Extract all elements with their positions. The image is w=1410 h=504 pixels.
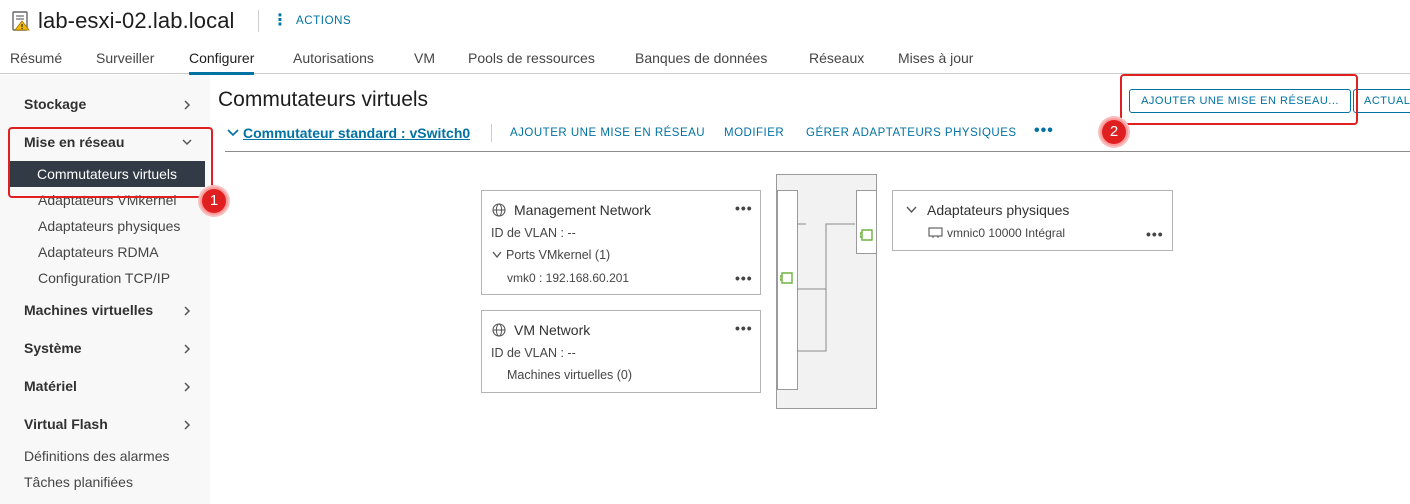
add-networking-link[interactable]: AJOUTER UNE MISE EN RÉSEAU <box>510 127 706 139</box>
edit-link[interactable]: MODIFIER <box>724 127 785 139</box>
chevron-right-icon[interactable] <box>182 306 192 316</box>
more-actions-icon[interactable]: ••• <box>735 270 753 286</box>
portgroup-title: VM Network <box>514 322 591 338</box>
portgroup-ports <box>777 190 798 390</box>
chevron-down-icon[interactable] <box>227 128 239 138</box>
globe-icon <box>492 323 506 337</box>
actions-label: ACTIONS <box>296 15 352 27</box>
tab-monitor[interactable]: Surveiller <box>96 50 155 66</box>
port-green-icon <box>860 229 873 241</box>
host-title: lab-esxi-02.lab.local <box>38 8 235 33</box>
physical-adapters-title: Adaptateurs physiques <box>927 202 1070 218</box>
sidebar-item-physical-adapters[interactable]: Adaptateurs physiques <box>38 218 181 234</box>
sidebar-item-system[interactable]: Système <box>24 340 82 356</box>
sidebar-item-alarm-definitions[interactable]: Définitions des alarmes <box>24 448 170 464</box>
sidebar-item-virtual-switches[interactable]: Commutateurs virtuels <box>10 161 205 187</box>
annotation-badge-2: 2 <box>1100 118 1128 146</box>
vmk-address: vmk0 : 192.168.60.201 <box>507 271 630 285</box>
tab-networks[interactable]: Réseaux <box>809 50 865 66</box>
nic-icon <box>928 227 943 238</box>
actions-menu-button[interactable]: ⋮ ACTIONS <box>272 12 351 30</box>
vlan-id: ID de VLAN : -- <box>491 346 576 360</box>
configure-sidebar: Stockage Mise en réseau Adaptateurs VMke… <box>0 75 210 504</box>
sidebar-item-tcpip-config[interactable]: Configuration TCP/IP <box>38 270 171 286</box>
vmkernel-ports[interactable]: Ports VMkernel (1) <box>506 248 611 262</box>
vswitch-link[interactable]: Commutateur standard : vSwitch0 <box>243 125 471 141</box>
sidebar-item-rdma-adapters[interactable]: Adaptateurs RDMA <box>38 244 159 260</box>
annotation-highlight-1 <box>8 127 213 198</box>
connector-lines <box>797 223 855 352</box>
object-tabs: Résumé Surveiller Configurer Autorisatio… <box>0 44 1410 75</box>
tab-vms[interactable]: VM <box>414 50 435 66</box>
more-actions-icon[interactable]: ••• <box>1146 226 1164 242</box>
physical-adapters-card[interactable]: Adaptateurs physiques vmnic0 10000 Intég… <box>892 190 1173 251</box>
header-divider <box>258 10 259 32</box>
vlan-id: ID de VLAN : -- <box>491 226 576 240</box>
sidebar-item-virtual-flash[interactable]: Virtual Flash <box>24 416 108 432</box>
more-actions-icon[interactable]: ••• <box>1034 122 1054 139</box>
annotation-highlight-2 <box>1120 74 1358 125</box>
page-title: Commutateurs virtuels <box>218 88 429 111</box>
sidebar-item-storage[interactable]: Stockage <box>24 96 87 112</box>
chevron-right-icon[interactable] <box>182 420 192 430</box>
portgroup-card-vm-network[interactable]: VM Network ••• ID de VLAN : -- Machines … <box>481 310 761 393</box>
sidebar-item-hardware[interactable]: Matériel <box>24 378 77 394</box>
tab-configure[interactable]: Configurer <box>189 50 255 75</box>
chevron-right-icon[interactable] <box>182 344 192 354</box>
globe-icon <box>492 203 506 217</box>
tab-updates[interactable]: Mises à jour <box>898 50 974 66</box>
chevron-down-icon[interactable] <box>182 137 192 147</box>
chevron-right-icon[interactable] <box>182 100 192 110</box>
sidebar-item-networking[interactable]: Mise en réseau <box>24 134 125 150</box>
port-green-icon <box>780 272 793 284</box>
toolbar-divider <box>491 124 492 142</box>
sidebar-item-virtual-machines[interactable]: Machines virtuelles <box>24 302 154 318</box>
tab-permissions[interactable]: Autorisations <box>293 50 374 66</box>
add-networking-button[interactable]: AJOUTER UNE MISE EN RÉSEAU... <box>1129 89 1351 113</box>
switch-toolbar: Commutateur standard : vSwitch0 AJOUTER … <box>225 122 1410 152</box>
portgroup-card-management[interactable]: Management Network ••• ID de VLAN : -- P… <box>481 190 761 295</box>
virtual-machines-count: Machines virtuelles (0) <box>507 368 633 382</box>
sidebar-item-scheduled-tasks[interactable]: Tâches planifiées <box>24 474 133 490</box>
manage-physical-adapters-link[interactable]: GÉRER ADAPTATEURS PHYSIQUES <box>806 127 1017 139</box>
more-actions-icon[interactable]: ••• <box>735 200 753 216</box>
portgroup-title: Management Network <box>514 202 651 218</box>
tab-summary[interactable]: Résumé <box>10 50 63 66</box>
host-warning-icon <box>12 11 30 31</box>
sidebar-item-label: Commutateurs virtuels <box>37 166 178 182</box>
refresh-button[interactable]: ACTUALISER <box>1353 89 1410 113</box>
chevron-down-icon[interactable] <box>492 251 502 259</box>
header: lab-esxi-02.lab.local ⋮ ACTIONS <box>0 0 1410 44</box>
tab-datastores[interactable]: Banques de données <box>635 50 768 66</box>
annotation-badge-1: 1 <box>200 187 228 215</box>
more-actions-icon[interactable]: ••• <box>735 320 753 336</box>
chevron-right-icon[interactable] <box>182 382 192 392</box>
chevron-down-icon[interactable] <box>906 206 917 214</box>
nic-details: vmnic0 10000 Intégral <box>947 226 1066 240</box>
kebab-icon: ⋮ <box>272 12 288 29</box>
tab-resource-pools[interactable]: Pools de ressources <box>468 50 595 66</box>
